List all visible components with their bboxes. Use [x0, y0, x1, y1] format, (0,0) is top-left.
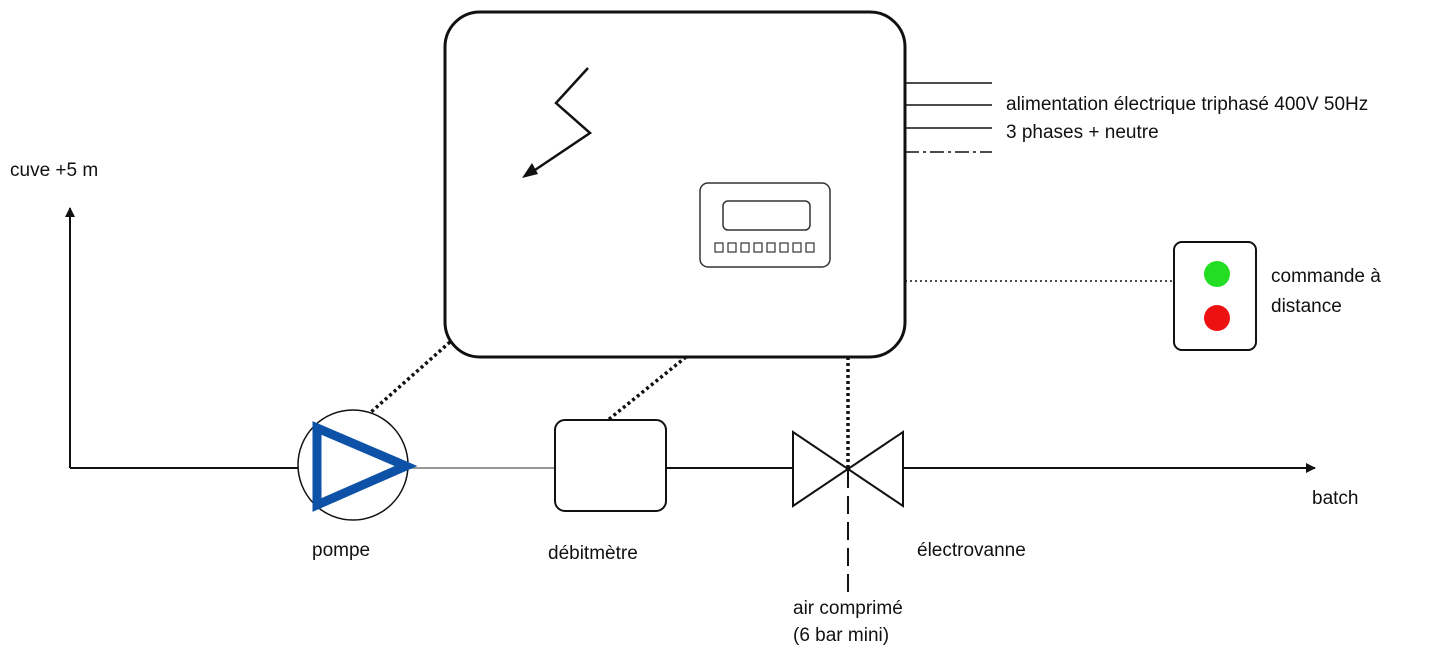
- compressed-air-label-line1: air comprimé: [793, 598, 903, 619]
- flowmeter-label: débitmètre: [548, 543, 638, 564]
- power-phases-label: 3 phases + neutre: [1006, 122, 1159, 143]
- power-supply-label: alimentation électrique triphasé 400V 50…: [1006, 94, 1369, 115]
- signal-links: [368, 340, 850, 468]
- valve-left-wing: [792, 430, 850, 508]
- control-cabinet-icon: [443, 10, 907, 359]
- flowmeter-icon: [554, 419, 667, 512]
- keypad-button: [740, 242, 750, 253]
- keypad-buttons: [714, 242, 815, 253]
- remote-box: [1173, 241, 1257, 351]
- pump-triangle: [312, 421, 418, 512]
- keypad-button: [805, 242, 815, 253]
- valve-label: électrovanne: [917, 540, 1026, 561]
- pump-icon: [297, 409, 418, 521]
- lightning-icon: [531, 67, 593, 174]
- solenoid-valve-icon: [792, 430, 904, 508]
- flowmeter-signal-link: [606, 355, 688, 422]
- remote-command-label-line1: commande à: [1271, 266, 1381, 287]
- remote-green-light: [1204, 261, 1230, 287]
- power-supply-lines: [905, 82, 992, 153]
- keypad-button: [727, 242, 737, 253]
- display-screen: [722, 200, 811, 231]
- compressed-air-label-line2: (6 bar mini): [793, 625, 890, 646]
- remote-red-light: [1204, 305, 1230, 331]
- remote-command-label-line2: distance: [1271, 296, 1342, 317]
- lightning-arrowhead: [522, 163, 538, 178]
- batch-label: batch: [1312, 488, 1359, 509]
- valve-right-wing: [846, 430, 904, 508]
- remote-control-icon: [1173, 241, 1257, 351]
- keypad-button: [766, 242, 776, 253]
- pump-label: pompe: [312, 540, 371, 561]
- controller-box: [443, 10, 907, 359]
- keypad-button: [779, 242, 789, 253]
- keypad-button: [792, 242, 802, 253]
- tank-label: cuve +5 m: [10, 160, 99, 181]
- keypad-button: [714, 242, 724, 253]
- pump-signal-link: [368, 340, 452, 415]
- process-pipe: [65, 207, 1316, 473]
- keypad-button: [753, 242, 763, 253]
